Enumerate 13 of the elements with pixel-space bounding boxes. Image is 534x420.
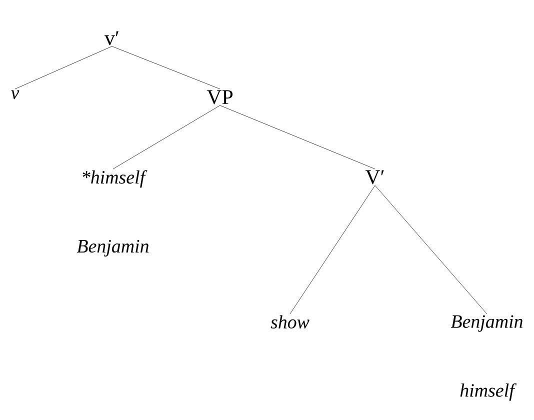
tree-label: *himself Benjamin (76, 170, 148, 256)
tree-label: Benjamin himself (450, 315, 522, 401)
tree-label: v′ (104, 31, 118, 46)
tree-label: VP (206, 90, 233, 104)
tree-label: show (270, 315, 310, 329)
tree-branch (14, 46, 112, 90)
tree-branch (290, 185, 376, 314)
tree-branch (112, 46, 220, 90)
tree-label: v (11, 90, 20, 100)
tree-branch (112, 105, 220, 170)
tree-branch (220, 105, 376, 170)
tree-label: V′ (365, 170, 384, 184)
tree-branch (374, 185, 488, 314)
